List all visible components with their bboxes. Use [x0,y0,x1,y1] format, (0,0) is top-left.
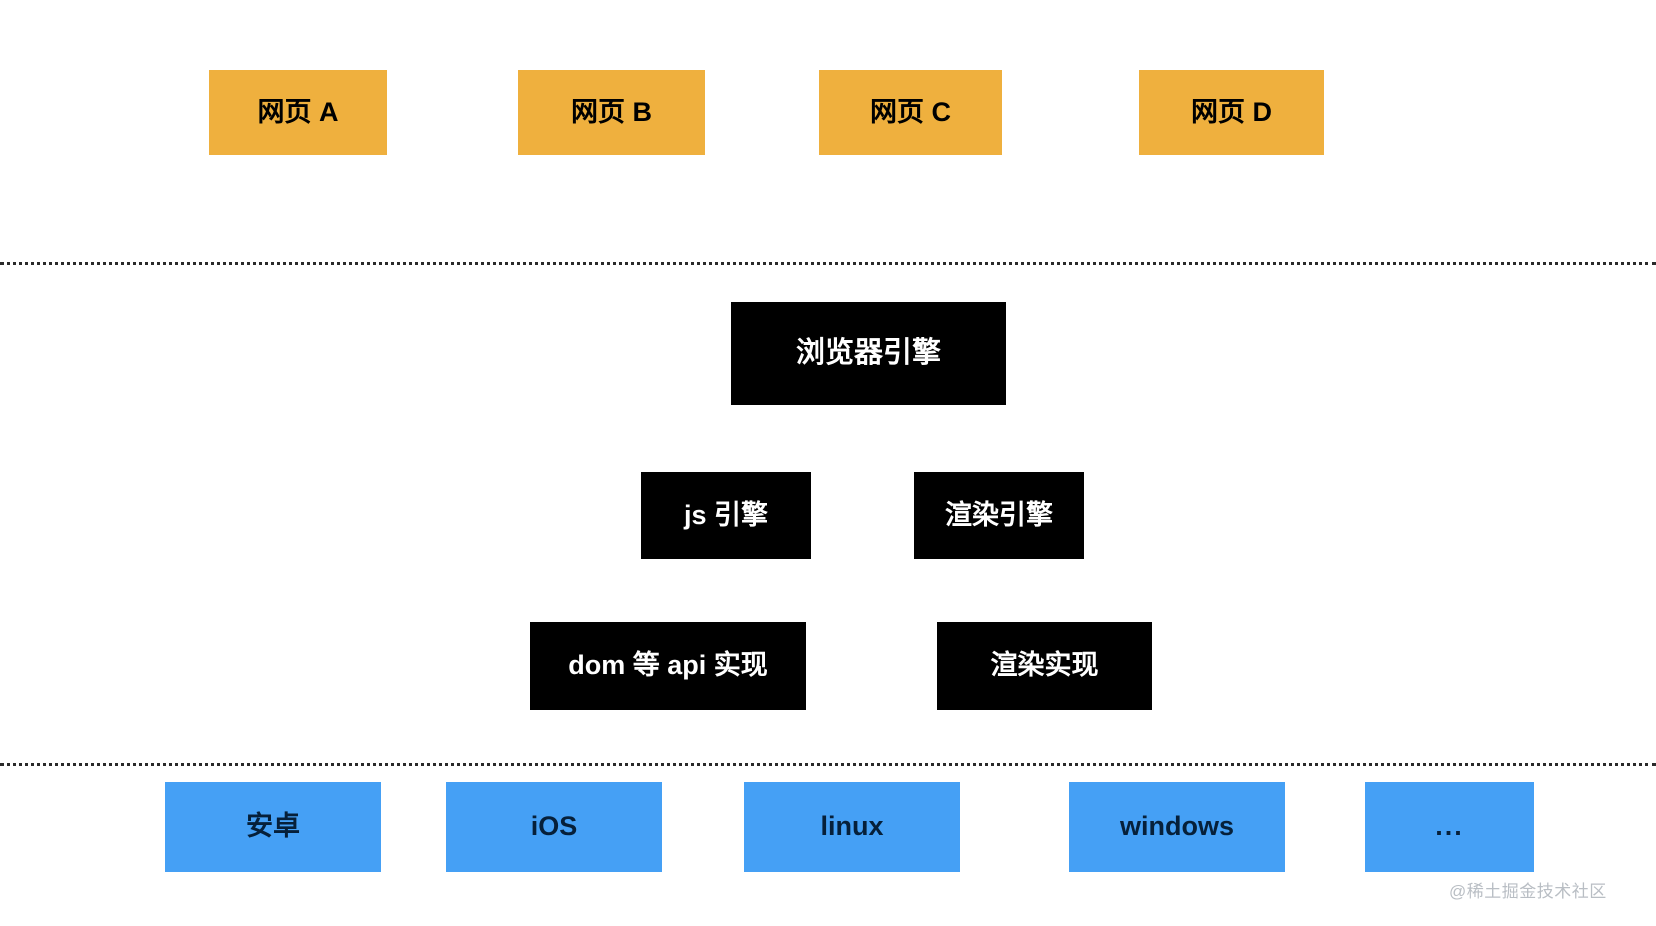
node-browser-engine-1: js 引擎 [641,472,811,559]
node-operating-systems-4: ... [1365,782,1534,872]
node-operating-systems-0: 安卓 [165,782,381,872]
node-operating-systems-2: linux [744,782,960,872]
node-browser-engine-2: 渲染引擎 [914,472,1084,559]
node-web-pages-2: 网页 C [819,70,1002,155]
node-browser-engine-3: dom 等 api 实现 [530,622,806,710]
divider-bottom [0,763,1656,766]
divider-top [0,262,1656,265]
node-web-pages-1: 网页 B [518,70,705,155]
node-web-pages-0: 网页 A [209,70,387,155]
node-browser-engine-0: 浏览器引擎 [731,302,1006,405]
node-operating-systems-1: iOS [446,782,662,872]
node-browser-engine-4: 渲染实现 [937,622,1152,710]
watermark: @稀土掘金技术社区 [1449,882,1607,901]
node-operating-systems-3: windows [1069,782,1285,872]
node-web-pages-3: 网页 D [1139,70,1324,155]
